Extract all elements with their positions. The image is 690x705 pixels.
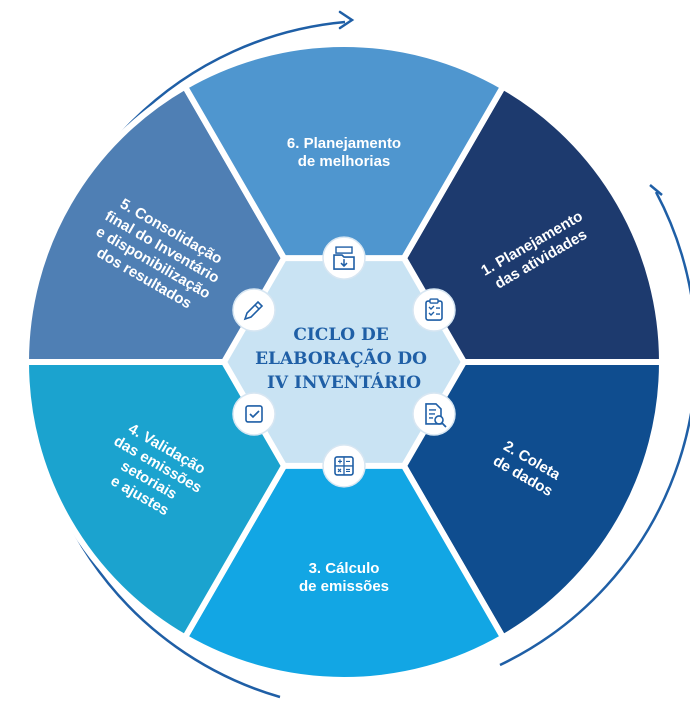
segment-label-line: de melhorias xyxy=(298,153,391,170)
cycle-arrow-right-arc xyxy=(499,191,690,667)
center-title-line-3: IV INVENTÁRIO xyxy=(267,372,421,393)
center-hub xyxy=(220,255,468,469)
clipboard-checklist-icon xyxy=(412,288,456,332)
segment-group xyxy=(22,41,666,683)
checkbox-icon xyxy=(232,392,276,436)
segment-planejamento-melhorias xyxy=(180,41,508,369)
center-title-line-2: ELABORAÇÃO DO xyxy=(255,347,427,369)
segment-label-line: de emissões xyxy=(299,578,389,595)
segment-label-line: 6. Planejamento xyxy=(287,135,401,152)
center-title: CICLO DE ELABORAÇÃO DO IV INVENTÁRIO xyxy=(255,325,433,393)
cycle-arrow-head xyxy=(338,10,355,30)
pencil-icon xyxy=(232,288,276,332)
segment-calculo-emissoes xyxy=(180,356,508,683)
icon-group xyxy=(232,236,456,488)
document-search-icon xyxy=(412,392,456,436)
center-title-line-1: CICLO DE xyxy=(293,325,388,345)
cycle-arrow-tail xyxy=(649,184,663,196)
calculator-icon xyxy=(322,444,366,488)
segment-label-line: 3. Cálculo xyxy=(309,560,380,577)
folder-download-icon xyxy=(322,236,366,280)
